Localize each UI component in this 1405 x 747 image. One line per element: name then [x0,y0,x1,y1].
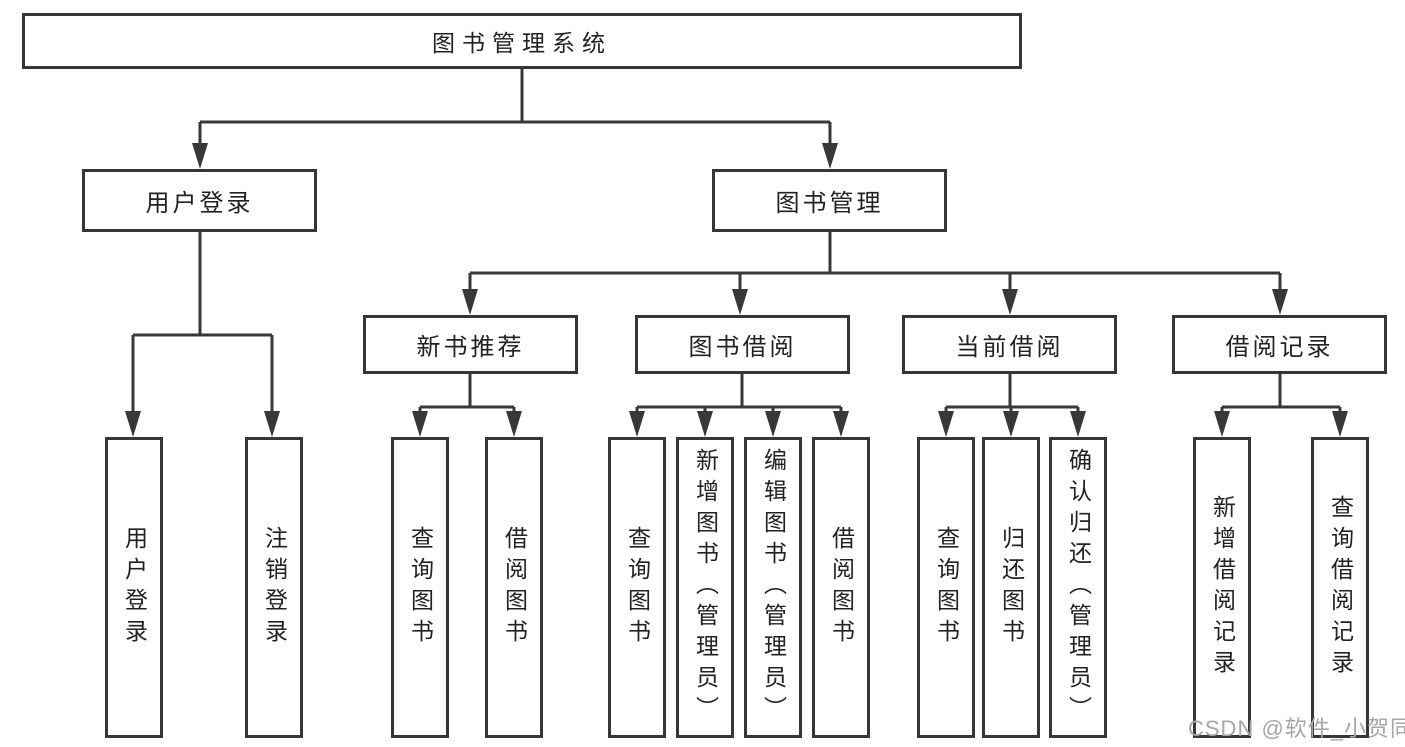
leaf-add-book-admin: 新增图书（管理员） [676,437,734,738]
node-current-borrowing: 当前借阅 [902,315,1117,374]
leaf-add-borrow-record-label: 新增借阅记录 [1209,494,1236,681]
node-book-management: 图书管理 [712,169,947,232]
leaf-edit-book-admin: 编辑图书（管理员） [744,437,802,738]
node-current-borrowing-label: 当前借阅 [955,334,1064,361]
leaf-return-book-label: 归还图书 [998,525,1025,650]
node-borrow-records-label: 借阅记录 [1225,334,1334,361]
leaf-user-login: 用户登录 [105,437,163,738]
leaf-query-books-borrowing: 查询图书 [608,437,666,738]
node-root-system: 图书管理系统 [22,13,1022,69]
node-borrow-records: 借阅记录 [1172,315,1387,374]
node-book-borrowing: 图书借阅 [635,315,850,374]
leaf-return-book: 归还图书 [982,437,1040,738]
leaf-add-borrow-record: 新增借阅记录 [1193,437,1251,738]
node-user-login: 用户登录 [82,169,317,232]
node-root-label: 图书管理系统 [432,30,612,56]
arrowheads [125,143,1348,437]
leaf-logout-login-label: 注销登录 [261,525,288,650]
node-book-management-label: 图书管理 [775,190,884,217]
leaf-query-books-current: 查询图书 [917,437,975,738]
leaf-borrow-books-recommend: 借阅图书 [485,437,543,738]
leaf-confirm-return-admin: 确认归还（管理员） [1049,437,1107,738]
node-new-book-recommend: 新书推荐 [363,315,578,374]
leaf-borrow-books-recommend-label: 借阅图书 [501,525,528,650]
leaf-query-books-recommend: 查询图书 [391,437,449,738]
leaf-confirm-return-admin-label: 确认归还（管理员） [1065,448,1092,727]
leaf-query-borrow-record: 查询借阅记录 [1311,437,1369,738]
node-user-login-label: 用户登录 [145,190,254,217]
leaf-add-book-admin-label: 新增图书（管理员） [692,448,719,727]
leaf-query-books-recommend-label: 查询图书 [407,525,434,650]
leaf-borrow-books-borrowing-label: 借阅图书 [828,525,855,650]
leaf-borrow-books-borrowing: 借阅图书 [812,437,870,738]
leaf-query-books-current-label: 查询图书 [933,525,960,650]
node-book-borrowing-label: 图书借阅 [688,334,797,361]
leaf-logout-login: 注销登录 [245,437,303,738]
node-new-book-recommend-label: 新书推荐 [416,334,525,361]
leaf-user-login-label: 用户登录 [121,525,148,650]
csdn-watermark: CSDN @软件_小贺同学 [1188,716,1405,741]
leaf-query-borrow-record-label: 查询借阅记录 [1327,494,1354,681]
leaf-edit-book-admin-label: 编辑图书（管理员） [760,448,787,727]
leaf-query-books-borrowing-label: 查询图书 [624,525,651,650]
